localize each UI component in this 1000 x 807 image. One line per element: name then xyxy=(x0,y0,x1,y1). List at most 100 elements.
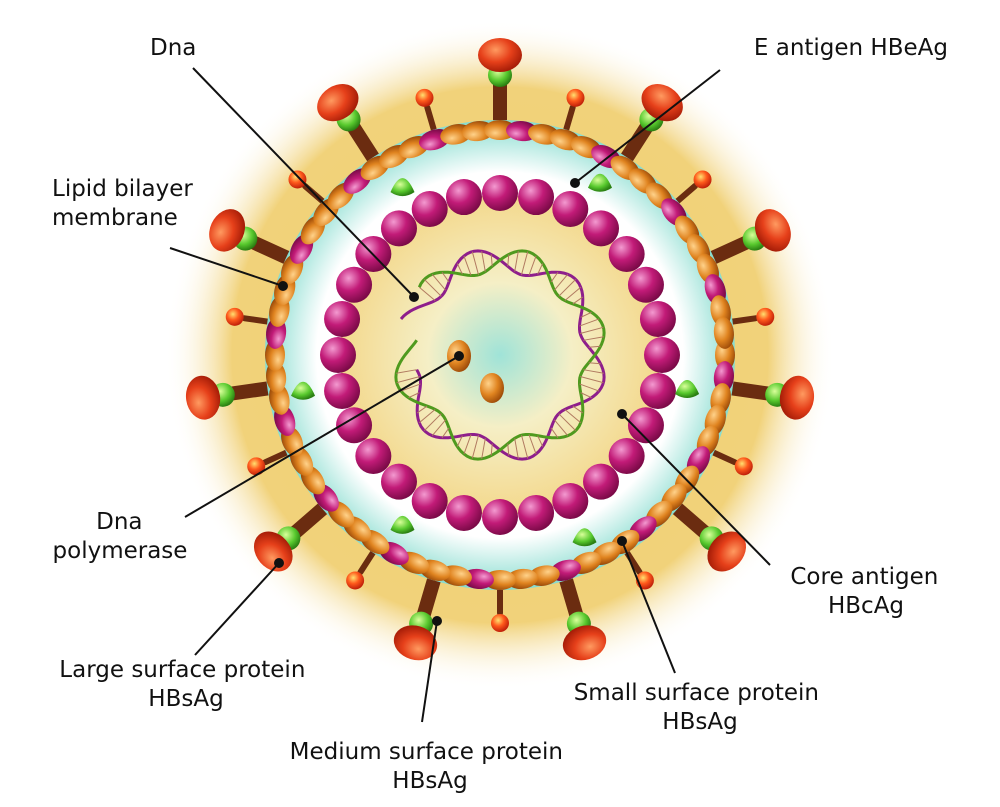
magenta-sphere xyxy=(608,235,645,272)
dna-base-pair xyxy=(441,271,450,283)
magenta-sphere xyxy=(336,266,373,303)
label-line: membrane xyxy=(52,205,178,231)
dna-pointer-dot xyxy=(409,292,419,302)
polymerase-bean xyxy=(480,373,504,403)
green-droplet xyxy=(675,379,700,398)
magenta-sphere xyxy=(324,373,361,410)
dna-base-pair xyxy=(558,278,577,297)
lipid-bilayer-membrane xyxy=(265,120,735,590)
label-small-surface: Small surface protein HBsAg xyxy=(574,680,827,735)
red-dot xyxy=(288,170,307,189)
dna-base-pair xyxy=(588,345,601,348)
magenta-sphere xyxy=(552,191,589,228)
magenta-sphere xyxy=(355,438,392,475)
polymerase-pointer-dot xyxy=(454,351,464,361)
capsid-core-area xyxy=(340,195,660,515)
dna-base-pair xyxy=(408,392,420,399)
magenta-sphere xyxy=(380,463,417,500)
label-line: HBsAg xyxy=(662,709,737,735)
dna-base-pair xyxy=(583,336,604,341)
red-cap xyxy=(317,84,359,122)
dna-base-pair xyxy=(441,427,450,439)
label-medium-surface: Medium surface protein HBsAg xyxy=(290,739,571,794)
dna-base-pair xyxy=(396,375,420,384)
label-leaders xyxy=(169,67,771,723)
label-core-antigen: Core antigen HBcAg xyxy=(790,564,945,619)
label-e-antigen: E antigen HBeAg xyxy=(754,35,948,61)
dna-base-pair xyxy=(580,392,592,399)
dna-strand xyxy=(394,249,606,461)
red-dot xyxy=(247,457,266,476)
red-cap xyxy=(393,625,438,661)
dna-base-pair xyxy=(554,273,569,291)
dna-base-pair xyxy=(520,435,529,459)
magenta-sphere xyxy=(627,407,664,444)
dna-base-pair xyxy=(558,413,577,432)
dna-base-pair xyxy=(490,443,493,456)
small-surface-pointer-dot xyxy=(617,536,627,546)
green-droplet xyxy=(588,173,612,192)
dna-base-pair xyxy=(537,263,544,275)
magenta-sphere xyxy=(608,438,645,475)
large-surface-pointer-dot xyxy=(274,558,284,568)
dna-base-pair xyxy=(456,435,463,447)
dna-base-pair xyxy=(550,271,559,283)
red-cap xyxy=(209,209,246,252)
label-line: Core antigen xyxy=(790,564,938,590)
red-dot xyxy=(693,170,712,189)
large-surface-leader xyxy=(194,562,280,656)
orange-bead xyxy=(484,120,516,140)
magenta-sphere xyxy=(336,407,373,444)
dna-leader xyxy=(192,67,415,298)
magenta-sphere xyxy=(411,191,448,228)
dna-base-pair xyxy=(471,251,480,275)
red-dot xyxy=(491,614,509,632)
dna-base-pair xyxy=(583,369,604,374)
dna-base-pair xyxy=(564,409,582,424)
dna-base-pair xyxy=(423,278,442,297)
label-line: polymerase xyxy=(53,538,188,564)
label-line: Large surface protein xyxy=(59,657,305,683)
magenta-sphere xyxy=(639,373,676,410)
label-line: Small surface protein xyxy=(574,680,819,706)
magenta-sphere xyxy=(627,266,664,303)
dna-base-pair xyxy=(400,383,421,392)
green-droplet xyxy=(572,528,597,547)
red-cap xyxy=(754,209,791,252)
lipid-leader xyxy=(169,247,284,287)
label-line: Medium surface protein xyxy=(290,739,563,765)
magenta-sphere xyxy=(411,482,448,519)
red-dot xyxy=(225,307,244,326)
dna-base-pair xyxy=(431,419,446,437)
dna-base-pair xyxy=(580,311,592,318)
dna-base-pair xyxy=(514,251,519,272)
magenta-sphere xyxy=(380,210,417,247)
red-dot xyxy=(346,571,365,590)
dna-base-pair xyxy=(423,413,442,432)
dna-base-pair xyxy=(579,383,600,392)
e-antigen-droplets xyxy=(291,173,700,547)
medium-surface-pointer-dot xyxy=(432,616,442,626)
magenta-sphere xyxy=(482,175,518,211)
dna-base-pair xyxy=(572,296,584,305)
label-line: Dna xyxy=(150,35,196,61)
e-antigen-leader xyxy=(574,69,721,184)
red-dot xyxy=(415,88,434,107)
green-droplet xyxy=(390,515,415,534)
label-line: HBsAg xyxy=(392,768,467,794)
label-line: E antigen HBeAg xyxy=(754,35,948,61)
medium-surface-leader xyxy=(421,620,438,723)
dna-base-pair xyxy=(572,405,584,414)
magenta-sphere xyxy=(639,300,676,337)
red-dot xyxy=(756,307,775,326)
magenta-sphere xyxy=(583,463,620,500)
green-droplet xyxy=(291,381,316,400)
dna-base-pair xyxy=(588,362,601,365)
red-cap xyxy=(641,84,683,122)
dna-base-pair xyxy=(554,419,569,437)
dna-base-pair xyxy=(396,369,417,374)
dna-base-pair xyxy=(550,427,559,439)
label-line: Lipid bilayer xyxy=(52,176,193,202)
label-line: HBcAg xyxy=(828,593,904,619)
dna-base-pair xyxy=(481,251,486,272)
